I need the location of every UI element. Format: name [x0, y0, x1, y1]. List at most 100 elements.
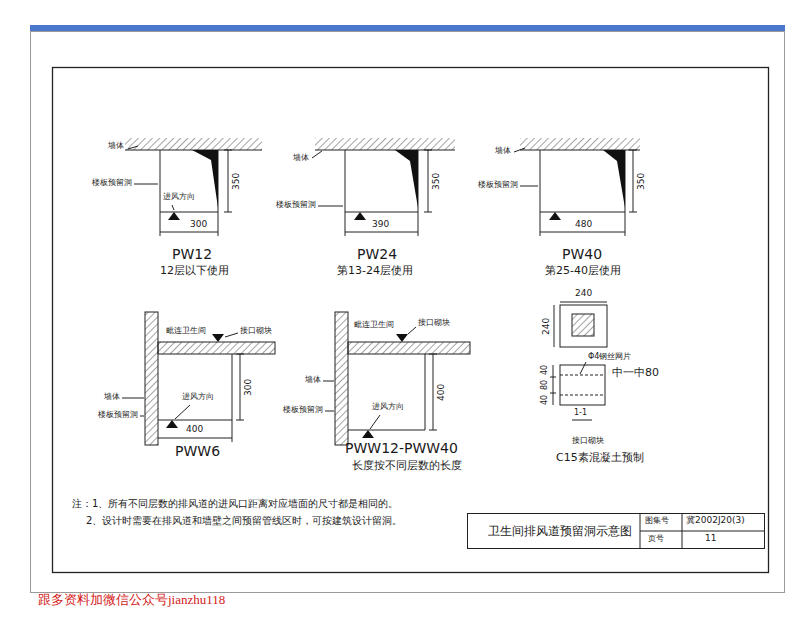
callout-label: 楼板预留洞 [283, 405, 323, 415]
extension-line [540, 212, 541, 236]
wall-hatch [315, 138, 455, 150]
dimension-line [240, 354, 241, 420]
dimension-text: 300 [243, 378, 254, 395]
leader-line [172, 205, 174, 210]
dimension-tick [224, 150, 232, 151]
note-text: 2、设计时需要在排风道和墙壁之间预留管线区时，可按建筑设计留洞。 [86, 515, 402, 527]
extension-line [418, 212, 419, 236]
title-block-grid [640, 513, 765, 549]
dimension-line [228, 150, 229, 212]
dimension-text: 40 [540, 365, 550, 375]
dimension-line [560, 302, 607, 303]
callout-label: 进风方向 [372, 402, 404, 412]
cell-line [640, 531, 765, 532]
opening-outline [158, 354, 232, 420]
leader-line [318, 206, 343, 207]
table-cell: 图集号 [645, 516, 669, 526]
callout-label: 墙体 [104, 392, 120, 402]
wall-edge [315, 150, 455, 151]
wall-hatch [145, 312, 158, 445]
extension-line [218, 212, 219, 236]
note-text: 注：1、所有不同层数的排风道的进风口距离对应墙面的尺寸都是相同的。 [72, 498, 398, 510]
extension-line [232, 420, 233, 442]
dimension-text: 350 [431, 172, 442, 189]
extension-line [345, 212, 346, 236]
dimension-text: 350 [636, 172, 647, 189]
dimension-line [428, 150, 429, 212]
block-plan [560, 305, 607, 347]
callout-label: 墙体 [108, 141, 124, 151]
mesh-line [560, 375, 605, 376]
usage-caption: 12层以下使用 [160, 264, 229, 277]
dimension-line [433, 354, 434, 430]
leader-line [408, 327, 416, 334]
dimension-tick [424, 212, 432, 213]
leader-line [514, 148, 525, 152]
extension-line [625, 212, 626, 236]
duct-wedge [395, 150, 418, 208]
usage-caption: 第25-40层使用 [545, 264, 621, 277]
detail-caption: 接口砌块 [572, 436, 604, 446]
leader-line [325, 411, 334, 412]
callout-label: 墙体 [305, 375, 321, 385]
dimension-text: 300 [190, 219, 207, 230]
duct-wedge [603, 150, 625, 208]
callout-label: 楼板预留洞 [98, 410, 138, 420]
dimension-tick [224, 212, 232, 213]
table-cell: 11 [705, 533, 716, 544]
leader-line [225, 333, 238, 337]
model-caption: PW40 [562, 246, 602, 263]
dimension-tick [429, 430, 437, 431]
callout-label: 楼板预留洞 [92, 178, 132, 188]
pw12-figure [125, 138, 262, 236]
callout-label: 接口砌块 [240, 326, 272, 336]
dimension-line [160, 232, 218, 233]
leader-line [128, 146, 138, 149]
callout-label: 毗连卫生间 [166, 326, 206, 336]
direction-marker [362, 430, 374, 438]
dimension-text: 240 [575, 288, 592, 299]
dimension-tick [424, 150, 432, 151]
dimension-tick [550, 393, 556, 394]
dimension-line [554, 305, 555, 347]
leader-line [580, 362, 586, 374]
dimension-text: 350 [231, 172, 242, 189]
block-core [572, 314, 594, 336]
wall-hatch [335, 312, 348, 445]
leader-line [520, 186, 538, 187]
dimension-text: 40 [540, 395, 550, 405]
model-caption: PW12 [172, 246, 212, 263]
pww6-figure [122, 312, 275, 445]
dimension-line [553, 365, 554, 405]
duct-wedge [192, 150, 218, 208]
dimension-text: 390 [372, 219, 389, 230]
block-marker [212, 334, 224, 342]
callout-label: 进风方向 [163, 192, 195, 202]
dimension-tick [429, 354, 437, 355]
pw24-figure [312, 138, 455, 236]
dimension-tick [629, 150, 637, 151]
callout-label: 楼板预留洞 [478, 180, 518, 190]
wall-hatch [348, 342, 470, 354]
dimension-line [633, 150, 634, 212]
model-caption: PWW6 [175, 443, 220, 460]
wall-hatch [520, 138, 640, 150]
leader-line [134, 184, 158, 185]
table-cell: 冀2002J20(3) [686, 515, 745, 526]
leader-line [312, 151, 322, 158]
callout-label: 楼板预留洞 [276, 200, 316, 210]
dimension-tick [236, 420, 244, 421]
detail-caption: C15素混凝土预制 [556, 451, 644, 464]
callout-label: Φ4钢丝网片 [588, 352, 631, 362]
drawing-frame [53, 68, 769, 573]
dimension-text: 400 [186, 424, 203, 435]
block-marker [396, 334, 408, 342]
direction-marker [549, 212, 561, 220]
dimension-text: 480 [575, 219, 592, 230]
leader-line [140, 416, 144, 417]
dimension-line [345, 232, 418, 233]
direction-marker [354, 212, 366, 220]
wall-hatch [125, 138, 262, 150]
